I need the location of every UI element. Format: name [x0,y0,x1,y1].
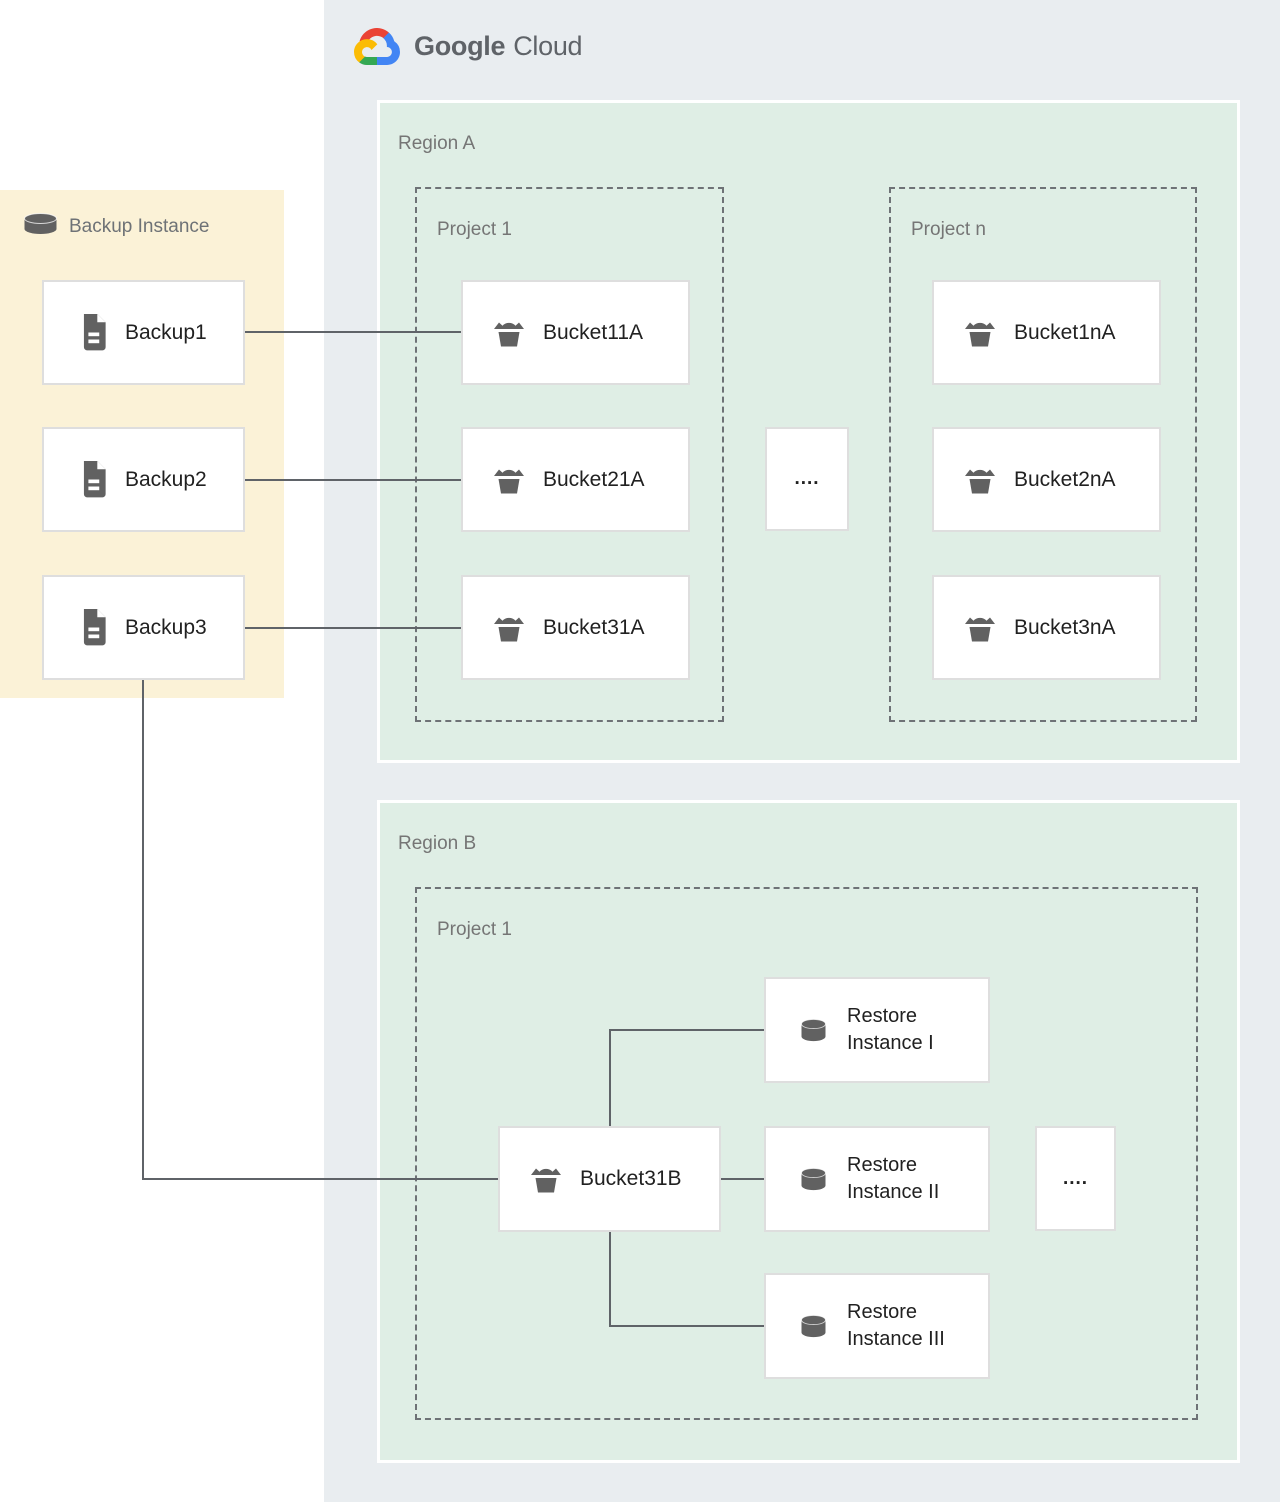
node-backup3: Backup3 [42,575,245,680]
restore-label-line2: Instance III [847,1328,945,1350]
node-label: Bucket2nA [1014,467,1116,491]
backup-instance-title: Backup Instance [69,215,210,237]
node-backup1: Backup1 [42,280,245,385]
node-label: Bucket1nA [1014,320,1116,344]
node-bucket1na: Bucket1nA [932,280,1161,385]
bucket-icon [493,319,525,347]
node-bucket31b: Bucket31B [498,1126,721,1232]
node-backup2: Backup2 [42,427,245,532]
bucket-icon [530,1165,562,1193]
node-label: Backup3 [125,615,207,639]
more-restores-ellipsis-box: .... [1035,1126,1116,1231]
database-cylinder-icon [798,1314,829,1339]
bucket-icon [964,466,996,494]
database-cylinder-icon [22,212,59,241]
bucket-icon [493,614,525,642]
database-cylinder-icon [798,1018,829,1043]
restore-label-line1: Restore [847,1005,918,1027]
database-cylinder-icon [798,1167,829,1192]
logo-brand-text: Google [414,31,506,61]
document-icon [78,609,109,646]
project-n-box: Project n Bucket1nA Bucket2nA [889,187,1197,722]
project-1b-label: Project 1 [437,919,512,940]
bucket-icon [964,319,996,347]
node-label: Bucket31A [543,615,645,639]
document-icon [78,314,109,351]
backup-instance-header: Backup Instance [22,212,209,241]
restore-label-line2: Instance I [847,1032,934,1054]
node-bucket11a: Bucket11A [461,280,690,385]
restore-label-line2: Instance II [847,1181,940,1203]
bucket-icon [493,466,525,494]
node-label: Bucket21A [543,467,645,491]
node-label: Bucket3nA [1014,615,1116,639]
project-1a-box: Project 1 Bucket11A Bucket21A [415,187,724,722]
node-label: Bucket11A [543,320,644,344]
bucket-icon [964,614,996,642]
node-label: Bucket31B [580,1167,682,1190]
project-n-label: Project n [911,219,986,240]
document-icon [78,461,109,498]
node-bucket2na: Bucket2nA [932,427,1161,532]
node-label: Backup1 [125,320,207,344]
restore-label-line1: Restore [847,1154,918,1176]
google-cloud-cloud-icon [354,28,400,65]
node-bucket21a: Bucket21A [461,427,690,532]
restore-label-line1: Restore [847,1301,918,1323]
node-bucket3na: Bucket3nA [932,575,1161,680]
node-bucket31a: Bucket31A [461,575,690,680]
region-a-label: Region A [398,133,476,154]
region-a-box: Region A Project 1 Bucket11A Bucket21A [377,100,1240,763]
region-b-label: Region B [398,833,477,854]
backup-instance-panel: Backup Instance Backup1 Backup2 Backup3 [0,190,284,698]
more-projects-ellipsis-box: .... [765,427,849,531]
logo-product-text: Cloud [513,31,583,61]
node-label: Backup2 [125,467,207,491]
project-1a-label: Project 1 [437,219,512,240]
